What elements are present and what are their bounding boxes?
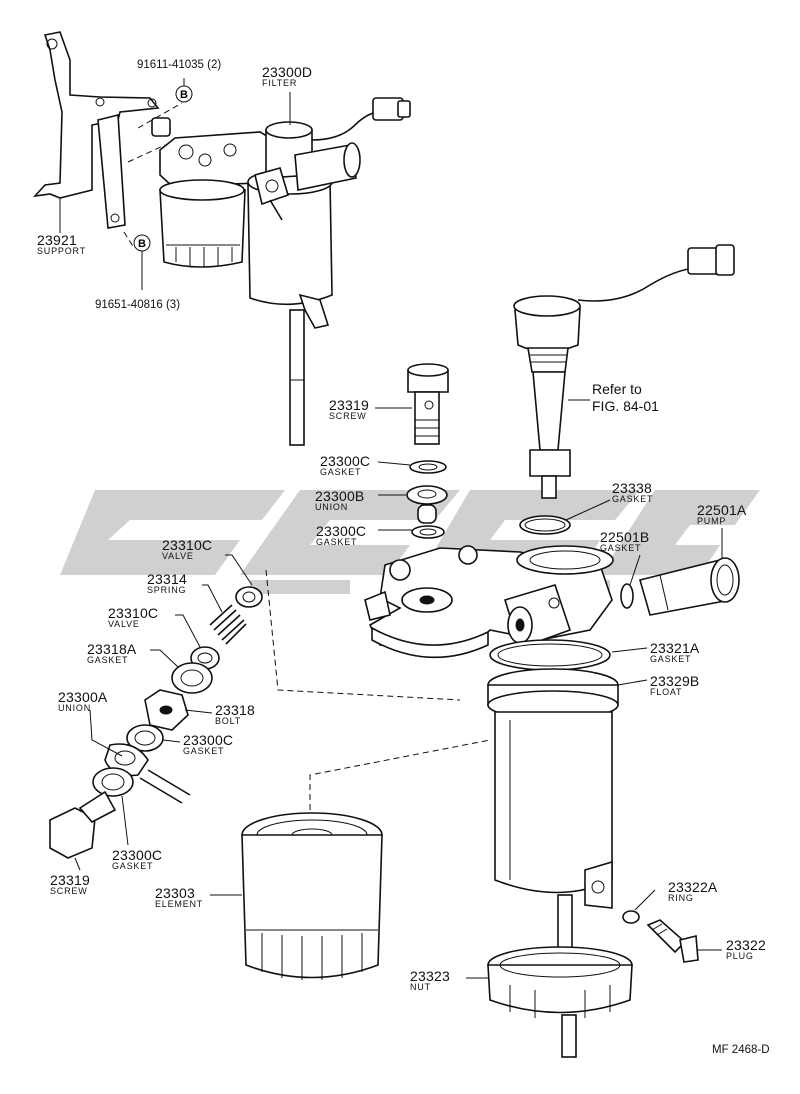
bolt-marker-upper: B — [175, 85, 193, 103]
part-number: 22501B — [600, 529, 650, 545]
part-number: 23314 — [147, 571, 187, 587]
bolt-ref-upper: 91611-41035 (2) — [137, 59, 222, 71]
part-number: 23322A — [668, 879, 718, 895]
callout-23319-upper: 23319 SCREW — [329, 398, 369, 421]
part-name: UNION — [58, 703, 91, 713]
callout-23300c-4: 23300C GASKET — [112, 848, 162, 871]
part-number: 22501A — [697, 502, 747, 518]
part-number: 23300D — [262, 64, 313, 80]
callout-23329b: 23329B FLOAT — [650, 674, 699, 697]
part-number: 23310C — [108, 605, 159, 621]
part-number: 23318A — [87, 641, 137, 657]
part-number: 23300A — [58, 689, 108, 705]
callout-23318a: 23318A GASKET — [87, 642, 136, 665]
part-number: 23300C — [320, 453, 371, 469]
screw-upper — [407, 363, 449, 445]
part-number: 23300B — [315, 488, 365, 504]
callout-22501a: 22501A PUMP — [697, 503, 746, 526]
union-upper — [406, 485, 448, 524]
callout-23300a: 23300A UNION — [58, 690, 107, 713]
part-number: 23321A — [650, 640, 700, 656]
callout-23321a: 23321A GASKET — [650, 641, 699, 664]
priming-pump — [639, 557, 740, 616]
bowl-nut — [487, 946, 633, 1058]
check-valve-stack — [49, 586, 263, 859]
plug-ring — [622, 910, 640, 924]
part-name: GASKET — [650, 654, 692, 664]
reference-line-1: Refer to — [592, 381, 642, 397]
callout-23300c-2: 23300C GASKET — [316, 524, 366, 547]
part-name: VALVE — [108, 619, 140, 629]
part-name: GASKET — [183, 746, 225, 756]
callout-23314: 23314 SPRING — [147, 572, 187, 595]
callout-23319-lower: 23319 SCREW — [50, 873, 90, 896]
pump-gasket — [620, 583, 634, 609]
part-name: SPRING — [147, 585, 187, 595]
part-name: GASKET — [612, 494, 654, 504]
figure-reference: Refer to FIG. 84-01 — [592, 382, 659, 413]
svg-text:B: B — [138, 238, 146, 250]
reference-line-2: FIG. 84-01 — [592, 398, 659, 414]
callout-23310c-1: 23310C VALVE — [162, 538, 212, 561]
leader-lines — [59, 92, 723, 979]
callout-23322: 23322 PLUG — [726, 938, 766, 961]
part-number: 23300C — [316, 523, 367, 539]
part-number: 23329B — [650, 673, 700, 689]
part-name: PUMP — [697, 516, 727, 526]
part-name: PLUG — [726, 951, 754, 961]
part-name: FILTER — [262, 78, 298, 88]
part-name: GASKET — [600, 543, 642, 553]
part-number: 23319 — [329, 397, 369, 413]
bolt-ref-lower: 91651-40816 (3) — [95, 299, 181, 311]
gasket-ring-2 — [411, 525, 445, 539]
part-number: 23310C — [162, 537, 213, 553]
part-name: FLOAT — [650, 687, 683, 697]
callout-23322a: 23322A RING — [668, 880, 717, 903]
part-name: SCREW — [329, 411, 367, 421]
part-name: GASKET — [112, 861, 154, 871]
part-number: 23338 — [612, 480, 652, 496]
part-number: 23323 — [410, 968, 450, 984]
part-name: SUPPORT — [37, 246, 86, 256]
part-name: VALVE — [162, 551, 194, 561]
gasket-ring-1 — [409, 460, 447, 474]
part-number: 23318 — [215, 702, 255, 718]
level-sensor — [513, 244, 735, 499]
callout-23300b: 23300B UNION — [315, 489, 364, 512]
callout-23323: 23323 NUT — [410, 969, 450, 992]
part-number: 23300C — [183, 732, 234, 748]
filter-head — [364, 545, 614, 659]
callout-23300c-3: 23300C GASKET — [183, 733, 233, 756]
callout-22501b: 22501B GASKET — [600, 530, 649, 553]
callout-23300d: 23300D FILTER — [262, 65, 312, 88]
part-name: BOLT — [215, 716, 242, 726]
part-name: SCREW — [50, 886, 88, 896]
callout-23921: 23921 SUPPORT — [37, 233, 86, 256]
figure-code: MF 2468-D — [712, 1044, 770, 1056]
part-name: GASKET — [320, 467, 362, 477]
callout-23318: 23318 BOLT — [215, 703, 255, 726]
part-name: RING — [668, 893, 694, 903]
callout-23300c-1: 23300C GASKET — [320, 454, 370, 477]
part-name: GASKET — [316, 537, 358, 547]
part-name: ELEMENT — [155, 899, 204, 909]
part-number: 23322 — [726, 937, 766, 953]
part-number: 23921 — [37, 232, 77, 248]
callout-23338: 23338 GASKET — [612, 481, 653, 504]
assembled-filter-view — [32, 31, 411, 446]
part-name: NUT — [410, 982, 431, 992]
float-bowl — [487, 668, 619, 976]
callout-23303: 23303 ELEMENT — [155, 886, 203, 909]
part-number: 23303 — [155, 885, 195, 901]
callout-23310c-2: 23310C VALVE — [108, 606, 158, 629]
part-name: UNION — [315, 502, 348, 512]
part-name: GASKET — [87, 655, 129, 665]
drain-plug — [646, 919, 699, 963]
filter-element — [241, 812, 383, 980]
part-number: 23319 — [50, 872, 90, 888]
svg-text:B: B — [180, 89, 188, 101]
bolt-marker-lower: B — [133, 234, 151, 252]
part-number: 23300C — [112, 847, 163, 863]
